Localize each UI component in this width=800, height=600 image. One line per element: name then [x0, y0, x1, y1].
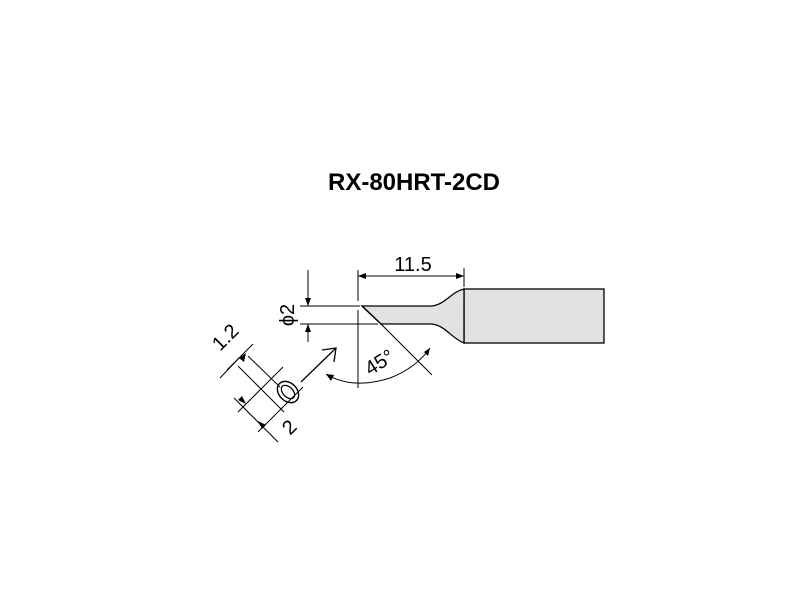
length-label: 11.5: [394, 254, 431, 276]
face-width-label: 1.2: [208, 320, 243, 355]
view-direction-arrow: [300, 347, 337, 383]
face-length-label: 2: [278, 416, 301, 439]
bevel-edge: [361, 305, 382, 325]
tip-shaft: [360, 288, 605, 344]
tip-taper: [360, 288, 465, 344]
model-title: RX-80HRT-2CD: [328, 169, 500, 196]
length-dimension: 11.5: [357, 254, 465, 301]
shaft-body: [463, 288, 605, 344]
diameter-label: ϕ2: [277, 304, 299, 326]
angle-label: 45°: [361, 346, 398, 381]
tip-face-inner: [280, 384, 296, 400]
face-length-dimension: 2: [233, 366, 304, 443]
face-width-dimension: 1.2: [208, 320, 285, 413]
diameter-dimension: ϕ2: [277, 270, 378, 342]
